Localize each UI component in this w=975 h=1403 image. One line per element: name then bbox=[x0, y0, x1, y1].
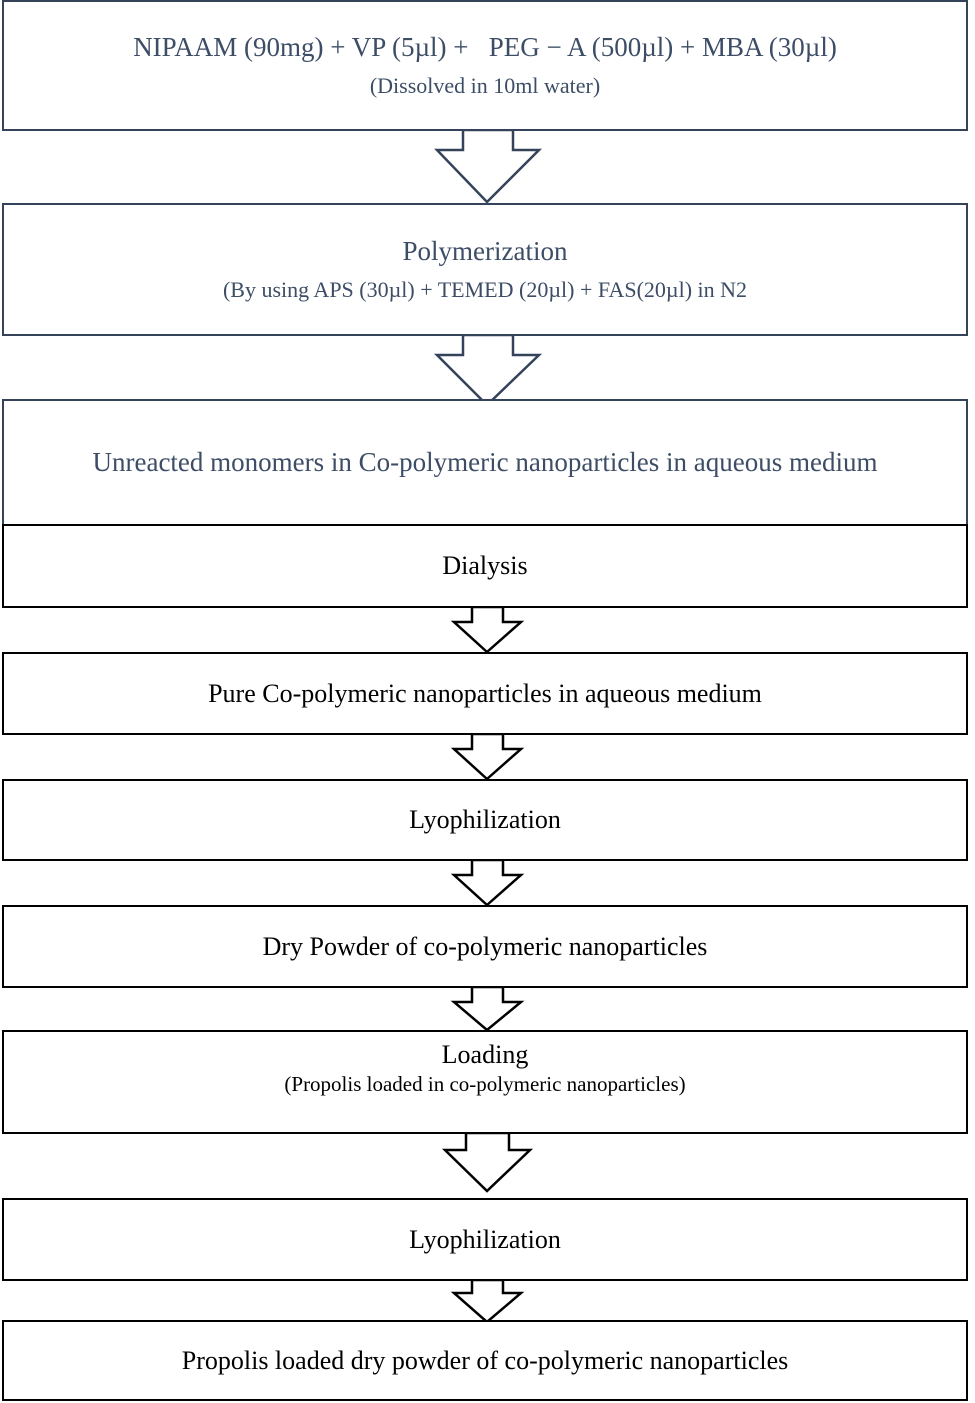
step-title: Lyophilization bbox=[409, 805, 561, 834]
step-title: Dialysis bbox=[442, 551, 528, 580]
step-title: Loading bbox=[441, 1040, 529, 1069]
step-pure-nanoparticles: Pure Co-polymeric nanoparticles in aqueo… bbox=[2, 652, 968, 735]
step-subtitle: (Dissolved in 10ml water) bbox=[369, 73, 601, 98]
step-lyophilization-2: Lyophilization bbox=[2, 1198, 968, 1281]
step-title: NIPAAM (90mg) + VP (5µl) + PEG − A (500µ… bbox=[133, 32, 837, 62]
step-subtitle: (Propolis loaded in co-polymeric nanopar… bbox=[284, 1072, 686, 1096]
step-subtitle: (By using APS (30µl) + TEMED (20µl) + FA… bbox=[222, 277, 748, 302]
step-title: Polymerization bbox=[402, 236, 568, 266]
step-unreacted-monomers: Unreacted monomers in Co-polymeric nanop… bbox=[2, 399, 968, 526]
down-arrow-icon bbox=[450, 858, 525, 907]
step-dry-powder: Dry Powder of co-polymeric nanoparticles bbox=[2, 905, 968, 988]
down-arrow-icon bbox=[441, 1131, 534, 1193]
step-lyophilization-1: Lyophilization bbox=[2, 779, 968, 861]
step-final-product: Propolis loaded dry powder of co-polymer… bbox=[2, 1320, 968, 1401]
down-arrow-icon bbox=[450, 605, 525, 654]
down-arrow-icon bbox=[434, 128, 543, 204]
step-title: Unreacted monomers in Co-polymeric nanop… bbox=[92, 447, 878, 477]
step-dialysis: Dialysis bbox=[2, 524, 968, 608]
step-polymerization: Polymerization (By using APS (30µl) + TE… bbox=[2, 203, 968, 336]
down-arrow-icon bbox=[450, 985, 525, 1032]
down-arrow-icon bbox=[450, 732, 525, 781]
step-reagents: NIPAAM (90mg) + VP (5µl) + PEG − A (500µ… bbox=[2, 0, 968, 131]
step-title: Propolis loaded dry powder of co-polymer… bbox=[181, 1345, 789, 1375]
step-title: Lyophilization bbox=[409, 1224, 561, 1254]
down-arrow-icon bbox=[450, 1278, 525, 1324]
step-loading: Loading (Propolis loaded in co-polymeric… bbox=[2, 1030, 968, 1134]
down-arrow-icon bbox=[433, 333, 543, 407]
step-title: Pure Co-polymeric nanoparticles in aqueo… bbox=[208, 678, 762, 708]
step-title: Dry Powder of co-polymeric nanoparticles bbox=[262, 931, 708, 961]
